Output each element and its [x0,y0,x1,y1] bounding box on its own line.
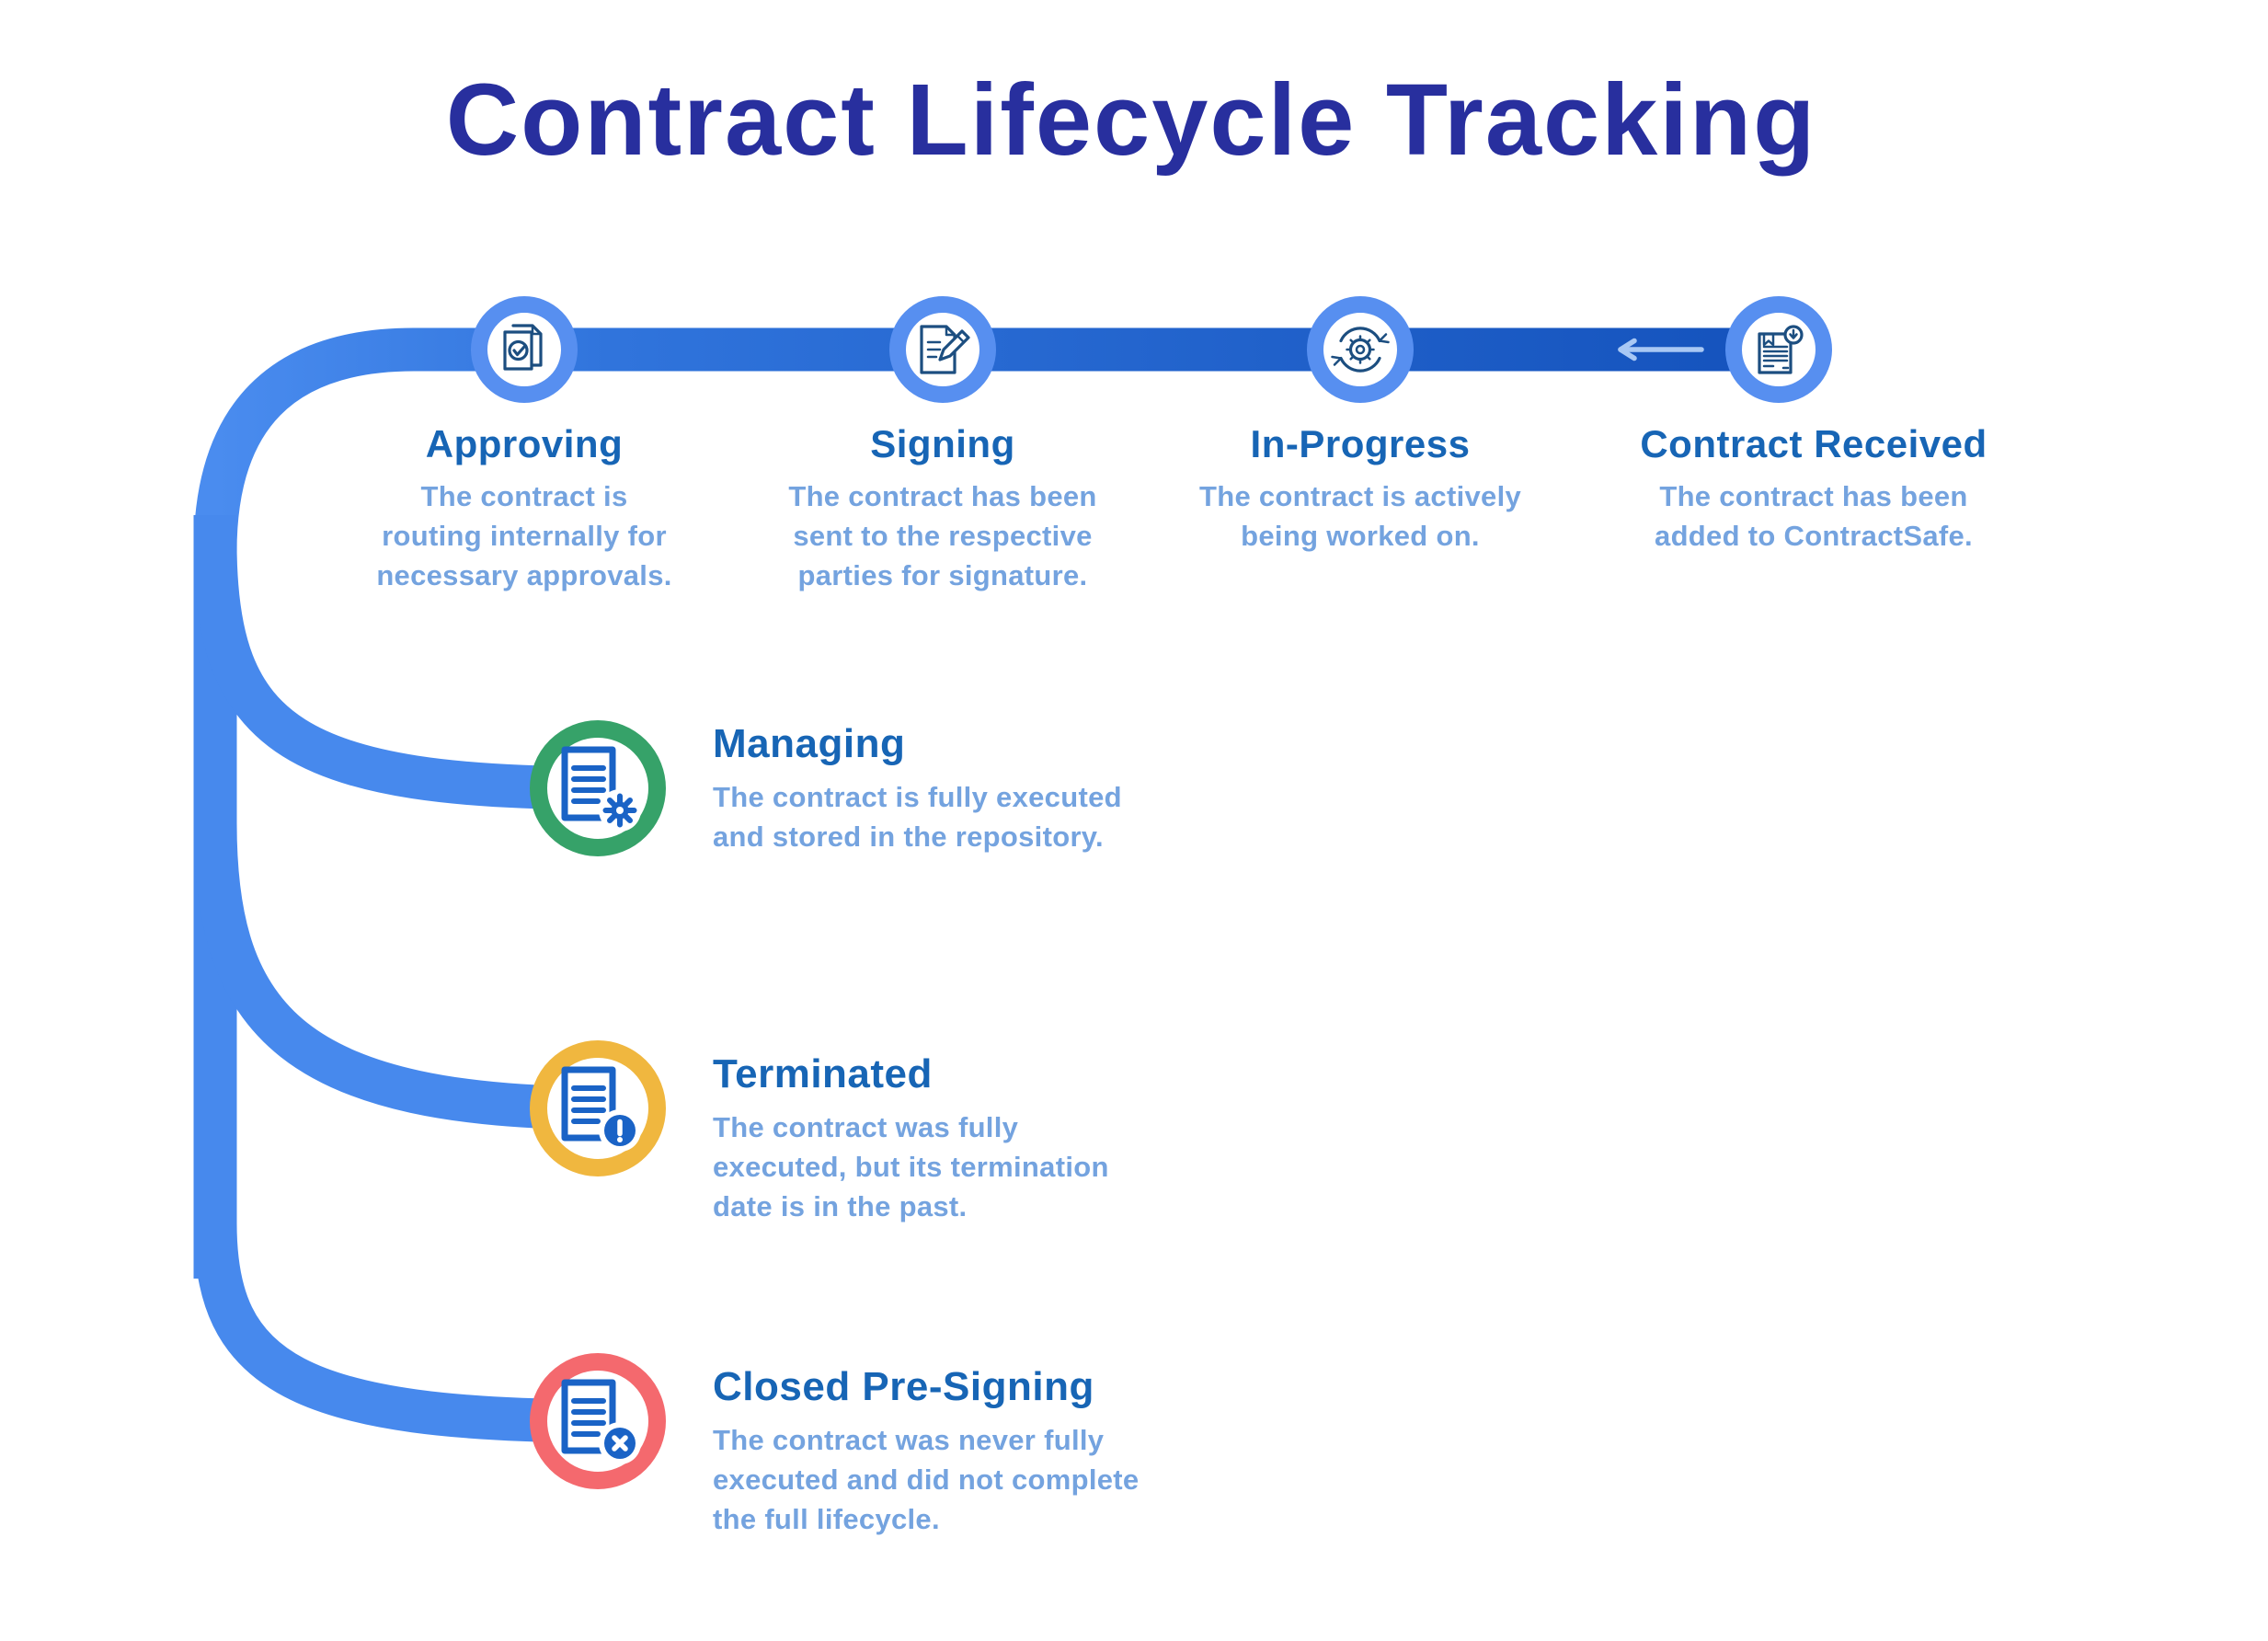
node-desc-line: executed, but its termination [713,1151,1109,1183]
doc-gear-icon [561,746,641,832]
node-desc-line: The contract has been [1659,480,1967,512]
node-closed-pre-signing: Closed Pre-Signing The contract was neve… [530,1353,1139,1535]
node-desc-line: parties for signature. [798,559,1088,591]
node-desc-line: The contract is [421,480,628,512]
node-desc-line: added to ContractSafe. [1655,520,1973,552]
doc-sign-icon [920,325,970,374]
node-desc-line: executed and did not complete [713,1463,1139,1496]
node-desc-line: necessary approvals. [376,559,671,591]
node-label: Managing [713,721,905,766]
left-arrow-icon [1618,338,1704,361]
node-desc-line: the full lifecycle. [713,1503,940,1535]
node-approving: Approving The contract is routing intern… [376,296,671,591]
node-desc-line: date is in the past. [713,1190,967,1222]
node-desc-line: The contract is actively [1199,480,1522,512]
node-desc-line: The contract was never fully [713,1424,1105,1456]
flow-branch-managing [193,542,610,810]
node-desc-line: The contract was fully [713,1111,1019,1143]
node-signing: Signing The contract has been sent to th… [788,296,1096,591]
node-desc-line: routing internally for [382,520,667,552]
doc-alert-icon [561,1066,641,1152]
doc-check-icon [503,324,543,371]
node-desc-line: The contract has been [788,480,1096,512]
doc-received-icon [1758,325,1804,374]
node-label: Terminated [713,1051,933,1096]
node-label: Signing [870,422,1014,465]
node-managing: Managing The contract is fully executed … [530,720,1122,856]
doc-x-icon [561,1379,641,1464]
page-title: Contract Lifecycle Tracking [446,63,1817,177]
flow-connectors [193,327,1779,1443]
flow-branch-closed [193,1222,610,1443]
node-label: Contract Received [1640,422,1987,465]
flow-branch-terminated [193,822,610,1130]
flow-main-bar [193,327,1779,553]
node-ring [1307,296,1414,403]
sync-gear-icon [1331,327,1390,373]
node-desc-line: and stored in the repository. [713,820,1104,853]
node-desc-line: The contract is fully executed [713,781,1122,813]
node-desc-line: sent to the respective [793,520,1092,552]
node-terminated: Terminated The contract was fully execut… [530,1040,1109,1222]
node-contract-received: Contract Received The contract has been … [1640,296,1987,552]
node-in-progress: In-Progress The contract is actively bei… [1199,296,1522,552]
node-label: Approving [426,422,623,465]
node-desc-line: being worked on. [1241,520,1480,552]
node-label: Closed Pre-Signing [713,1364,1094,1409]
node-label: In-Progress [1251,422,1471,465]
